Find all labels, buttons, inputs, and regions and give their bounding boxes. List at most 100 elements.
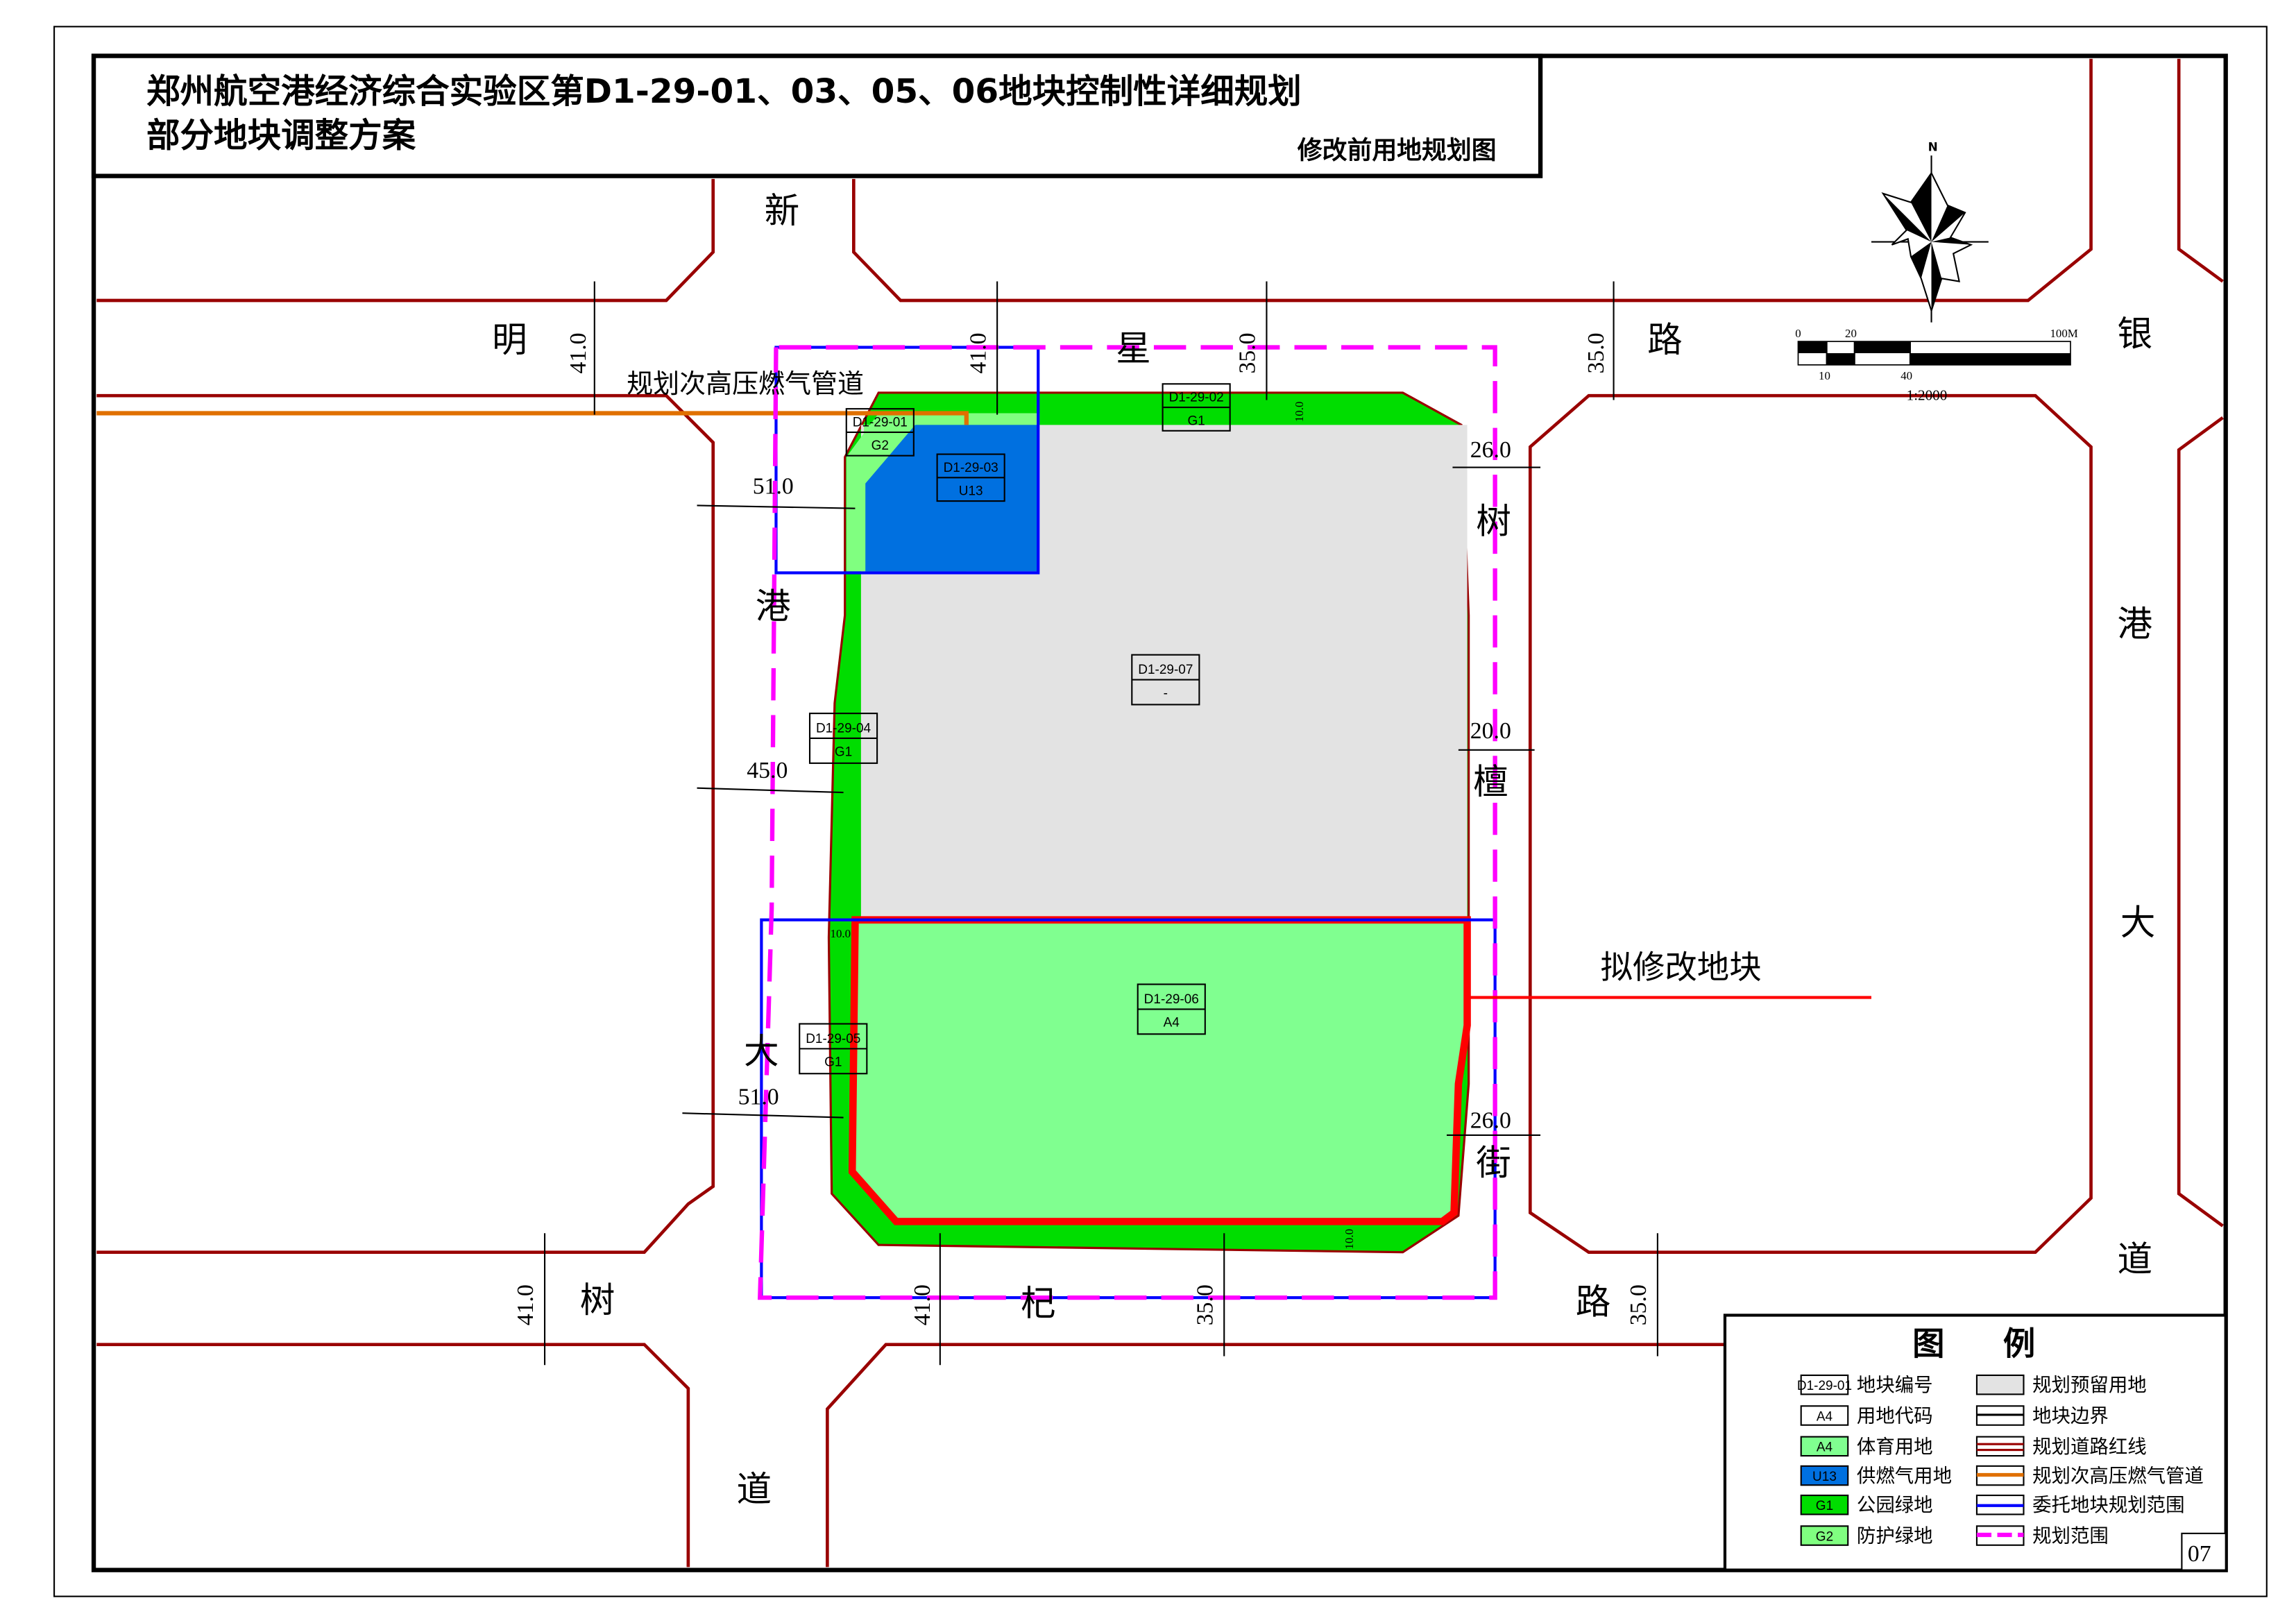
svg-text:U13: U13 xyxy=(1812,1470,1837,1484)
road-name: 明 xyxy=(492,319,527,360)
dim-label: 41.0 xyxy=(513,1284,538,1325)
dim-label: 41.0 xyxy=(910,1284,935,1325)
svg-text:D1-29-04: D1-29-04 xyxy=(816,722,871,736)
road-name: 道 xyxy=(736,1468,772,1509)
dimension-labels: 41.0 41.0 35.0 35.0 26.0 20.0 26.0 51.0 … xyxy=(513,332,1651,1325)
title-subtitle: 修改前用地规划图 xyxy=(1298,136,1497,164)
svg-text:D1-29-02: D1-29-02 xyxy=(1169,391,1224,405)
legend-item: 规划范围 xyxy=(2032,1526,2109,1547)
road-name: 新 xyxy=(765,190,800,231)
dim-label: 41.0 xyxy=(566,332,591,373)
svg-text:图: 图 xyxy=(1912,1325,1944,1362)
svg-text:D1-29-05: D1-29-05 xyxy=(806,1032,860,1046)
dim-label: 10.0 xyxy=(1293,402,1306,423)
scale-bar: 0 20 100M 10 40 1:2000 xyxy=(1795,327,2078,404)
planning-range xyxy=(757,345,1497,1300)
road-name: 道 xyxy=(2118,1239,2153,1280)
title-line1: 郑州航空港经济综合实验区第D1-29-01、03、05、06地块控制性详细规划 xyxy=(146,72,1302,111)
svg-text:例: 例 xyxy=(2003,1325,2035,1362)
title-line2: 部分地块调整方案 xyxy=(146,116,416,155)
road-name: 树 xyxy=(1476,501,1511,542)
title-box xyxy=(91,53,1543,178)
svg-text:D1-29-01: D1-29-01 xyxy=(1797,1379,1852,1393)
road-name: 路 xyxy=(1647,319,1683,360)
svg-text:D1-29-03: D1-29-03 xyxy=(944,461,998,475)
dim-label: 35.0 xyxy=(1235,332,1261,373)
road-name: 街 xyxy=(1476,1142,1511,1183)
svg-text:G2: G2 xyxy=(1816,1529,1833,1544)
svg-text:-: - xyxy=(1164,686,1168,701)
legend-item: 供燃气用地 xyxy=(1857,1465,1952,1487)
svg-text:100M: 100M xyxy=(2050,327,2077,340)
dim-label: 20.0 xyxy=(1470,718,1511,744)
road-name: 杞 xyxy=(1021,1282,1056,1323)
svg-text:D1-29-01: D1-29-01 xyxy=(853,415,908,430)
road-name: 大 xyxy=(744,1030,779,1071)
road-name: 港 xyxy=(2118,603,2153,644)
road-name: 星 xyxy=(1116,328,1151,369)
pipeline-label: 规划次高压燃气管道 xyxy=(627,368,864,399)
legend-item: 规划道路红线 xyxy=(2032,1436,2147,1458)
dim-label: 10.0 xyxy=(831,927,851,940)
road-name: 路 xyxy=(1576,1281,1611,1322)
dim-label: 51.0 xyxy=(738,1085,779,1110)
road-red-lines xyxy=(96,58,2224,1567)
legend-item: 防护绿地 xyxy=(1857,1526,1933,1547)
svg-text:G1: G1 xyxy=(1187,414,1205,428)
dim-label: 26.0 xyxy=(1470,1107,1511,1133)
site-parcels xyxy=(827,391,1471,1254)
legend-item: 委托地块规划范围 xyxy=(2032,1495,2184,1516)
dim-label: 51.0 xyxy=(753,474,794,500)
svg-text:A4: A4 xyxy=(1817,1441,1832,1455)
parcel-d1-29-03-u13 xyxy=(865,425,1039,572)
dim-label: 45.0 xyxy=(747,758,788,783)
dim-label: 35.0 xyxy=(1626,1284,1651,1325)
dim-label: 10.0 xyxy=(1343,1229,1356,1250)
legend-item: 规划次高压燃气管道 xyxy=(2032,1465,2204,1487)
dim-label: 35.0 xyxy=(1192,1284,1218,1325)
svg-text:G2: G2 xyxy=(871,439,889,453)
svg-text:20: 20 xyxy=(1845,327,1857,340)
legend-item: 体育用地 xyxy=(1857,1436,1933,1458)
road-name: 大 xyxy=(2120,902,2156,943)
dimension-lines xyxy=(543,281,1658,1366)
road-name: 港 xyxy=(756,586,791,627)
svg-text:N: N xyxy=(1928,140,1938,154)
svg-text:A4: A4 xyxy=(1817,1409,1832,1424)
sheet-number: 07 xyxy=(2188,1541,2211,1567)
svg-text:G1: G1 xyxy=(835,745,852,759)
road-name: 银 xyxy=(2118,313,2153,354)
dim-label: 41.0 xyxy=(965,332,991,373)
road-name: 树 xyxy=(580,1280,615,1320)
svg-text:10: 10 xyxy=(1819,369,1830,382)
legend-item: 公园绿地 xyxy=(1857,1495,1933,1516)
svg-text:A4: A4 xyxy=(1164,1016,1180,1030)
svg-text:U13: U13 xyxy=(959,484,983,499)
outer-frame xyxy=(53,26,2268,1597)
modify-label: 拟修改地块 xyxy=(1601,949,1762,986)
svg-text:D1-29-06: D1-29-06 xyxy=(1144,992,1199,1007)
dim-label: 26.0 xyxy=(1470,437,1511,463)
svg-text:40: 40 xyxy=(1900,369,1912,382)
legend-item: 地块边界 xyxy=(2032,1406,2109,1427)
legend-item: 规划预留用地 xyxy=(2032,1375,2147,1396)
svg-text:D1-29-07: D1-29-07 xyxy=(1138,663,1193,677)
legend-item: 用地代码 xyxy=(1857,1406,1933,1427)
gas-pipeline xyxy=(96,411,969,425)
svg-text:G1: G1 xyxy=(1816,1499,1833,1513)
road-names: 新 明 星 路 港 大 树 檀 街 树 杞 路 道 银 港 大 道 xyxy=(492,190,2155,1509)
road-name: 檀 xyxy=(1473,761,1508,802)
legend-item: 地块编号 xyxy=(1857,1375,1933,1396)
svg-text:0: 0 xyxy=(1795,327,1801,340)
north-arrow-icon: N xyxy=(1871,140,1989,323)
svg-text:G1: G1 xyxy=(824,1055,842,1070)
